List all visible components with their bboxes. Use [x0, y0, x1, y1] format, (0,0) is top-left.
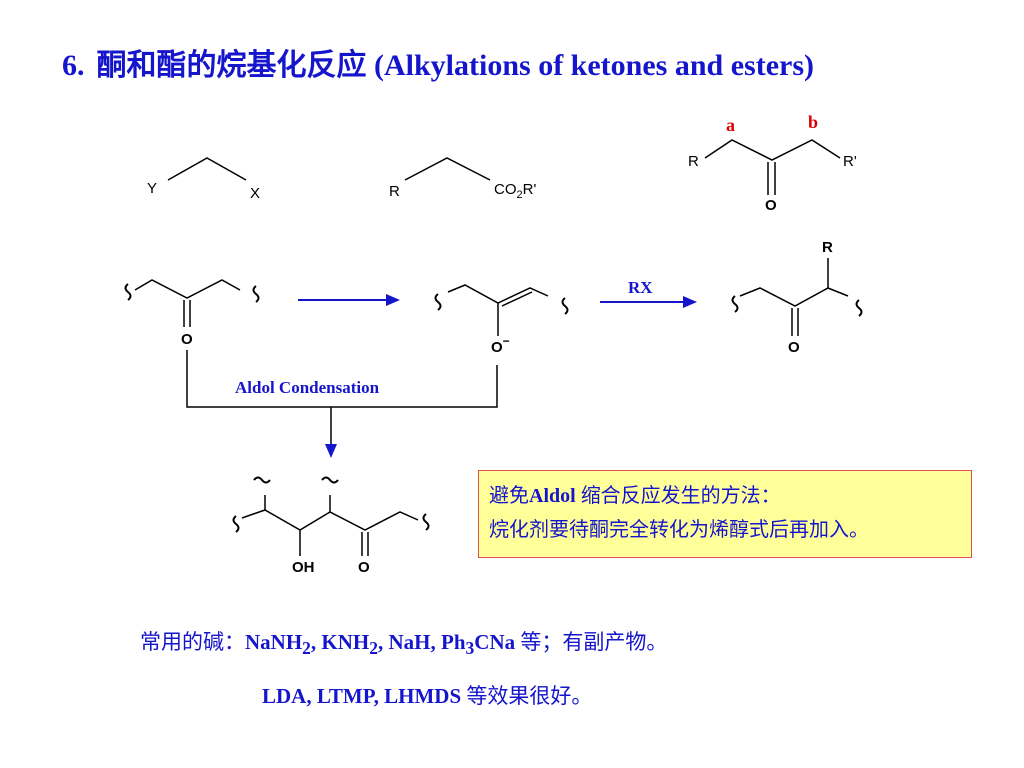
enolate-bonds — [447, 284, 549, 304]
ketone-start-bonds — [134, 279, 241, 299]
label-rprime-ab: R' — [843, 153, 857, 170]
label-ester: CO2R' — [494, 181, 536, 201]
generic1-bonds — [167, 157, 247, 181]
page-title: 6. 酮和酯的烷基化反应 (Alkylations of ketones and … — [62, 40, 814, 84]
label-r-product: R — [822, 239, 833, 256]
arrowhead-deprotonation — [386, 294, 400, 306]
label-o-aldol: O — [358, 559, 370, 576]
title-number: 6. — [62, 49, 85, 82]
note-line-1: 避免Aldol 缩合反应发生的方法： — [489, 485, 781, 507]
aldol-product-bonds — [241, 509, 419, 531]
aldol-bracket — [186, 350, 498, 408]
label-y: Y — [147, 180, 157, 197]
label-rx: RX — [628, 278, 653, 297]
arrowhead-alkylation — [683, 296, 697, 308]
generic2-bonds — [404, 157, 491, 181]
label-b: b — [808, 112, 818, 132]
ketone-ab-bonds — [704, 139, 841, 161]
label-x: X — [250, 185, 260, 202]
label-a: a — [726, 115, 735, 135]
lda-line: LDA, LTMP, LHMDS 等效果很好。 — [262, 684, 593, 708]
label-oh: OH — [292, 559, 315, 576]
wavy-marks — [124, 283, 863, 533]
label-o-enolate: O− — [491, 334, 510, 356]
note-box: 避免Aldol 缩合反应发生的方法： 烷化剂要待酮完全转化为烯醇式后再加入。 — [478, 470, 972, 558]
label-r-ab: R — [688, 153, 699, 170]
label-o-start: O — [181, 331, 193, 348]
aldol-label: Aldol Condensation — [235, 378, 380, 397]
note-line-2: 烷化剂要待酮完全转化为烯醇式后再加入。 — [489, 519, 869, 541]
product-bonds — [739, 287, 849, 307]
label-o-product: O — [788, 339, 800, 356]
arrowhead-aldol — [325, 444, 337, 458]
label-o-ab: O — [765, 197, 777, 214]
bases-line: 常用的碱：NaNH2, KNH2, NaH, Ph3CNa 等；有副产物。 — [140, 630, 668, 659]
label-r-ester: R — [389, 183, 400, 200]
title-text: 酮和酯的烷基化反应 (Alkylations of ketones and es… — [96, 49, 815, 82]
